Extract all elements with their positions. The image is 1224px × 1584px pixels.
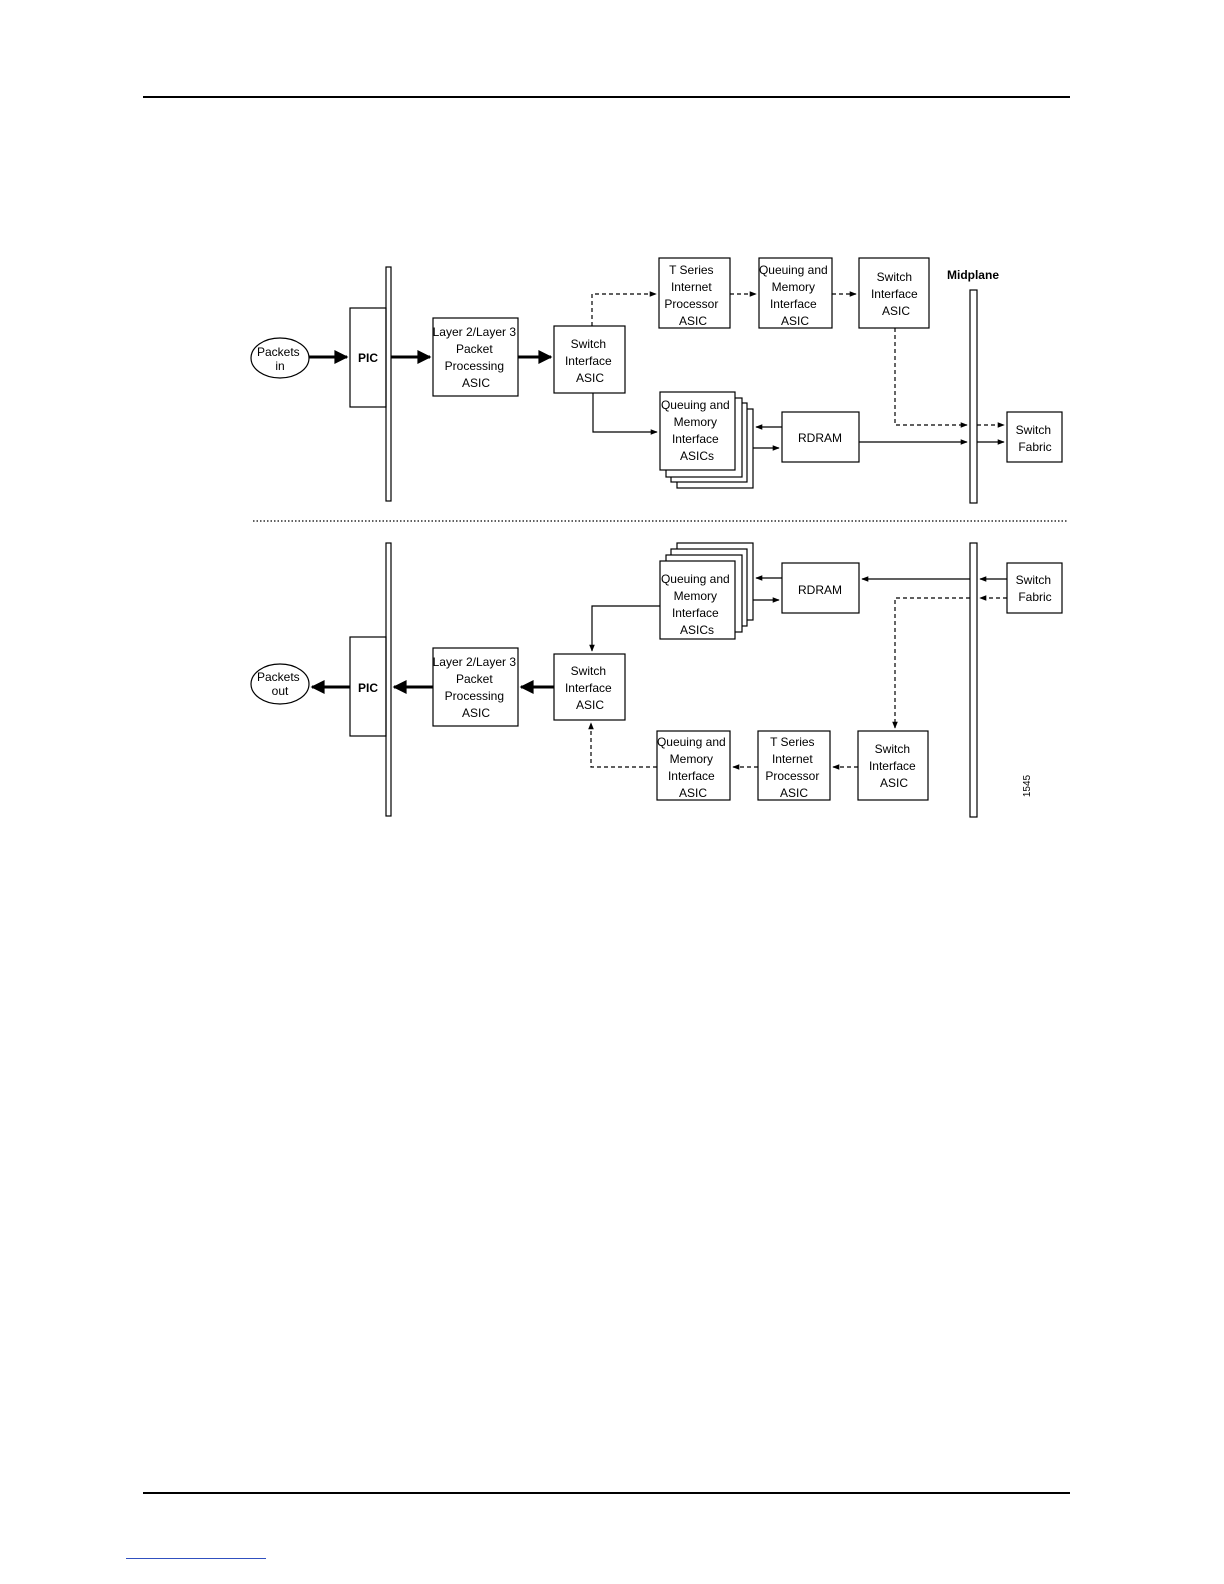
dashed-switchif2-to-midplane	[894, 328, 968, 428]
footer-link-underline[interactable]	[126, 1558, 266, 1559]
switch-if2-box-in	[858, 257, 930, 329]
rdram-box-out	[781, 562, 860, 614]
rdram-label-out: RDRAM	[798, 583, 842, 597]
switch-if2-label-out: Switch Interface ASIC	[869, 742, 919, 790]
qm-asic-box-in	[758, 257, 833, 329]
l2l3-label-out: Layer 2/Layer 3 Packet Processing ASIC	[433, 655, 520, 720]
switch-fabric-box-in	[1006, 411, 1063, 463]
arrow-qmasics-to-switchif-out	[589, 605, 660, 652]
tseries-box-out	[757, 730, 831, 801]
pic-label-out: PIC	[358, 681, 378, 695]
rdram-box-in	[781, 411, 860, 463]
qm-asics-label-out: Queuing and Memory Interface ASICs	[661, 572, 733, 637]
switch-if-label-out: Switch Interface ASIC	[565, 664, 615, 712]
dashed-qm-to-switchif-out	[588, 722, 657, 768]
l2l3-label-in: Layer 2/Layer 3 Packet Processing ASIC	[433, 325, 520, 390]
tseries-label-in: T Series Internet Processor ASIC	[664, 263, 721, 328]
qm-asic-label-out: Queuing and Memory Interface ASIC	[657, 735, 729, 800]
packets-in-label: Packets in	[257, 345, 303, 373]
qm-asics-box-out	[659, 560, 736, 640]
tseries-label-out: T Series Internet Processor ASIC	[765, 735, 822, 800]
arrow-switchif-to-qmasics	[592, 393, 658, 435]
backplane-bar-out	[385, 542, 392, 817]
footer-rule	[143, 1492, 1070, 1494]
midplane-bar	[969, 289, 978, 504]
packets-out-node	[250, 663, 310, 705]
switch-fabric-box-out	[1006, 562, 1063, 614]
switch-if2-box-out	[857, 730, 929, 801]
dashed-midplane-to-switchif2	[892, 597, 970, 729]
dashed-switchif-to-tseries	[591, 291, 657, 326]
qm-asic-box-out	[656, 730, 731, 801]
backplane-bar-in	[385, 266, 392, 502]
rdram-label-in: RDRAM	[798, 431, 842, 445]
packets-out-label: Packets out	[257, 670, 303, 698]
tseries-box-in	[658, 257, 731, 329]
pic-label-in: PIC	[358, 351, 378, 365]
switch-fabric-label-in: Switch Fabric	[1016, 423, 1055, 454]
figure-id-label: 1545	[1022, 774, 1033, 797]
switch-if2-label-in: Switch Interface ASIC	[871, 270, 921, 318]
midplane-label: Midplane	[947, 268, 999, 282]
switch-if-label-in: Switch Interface ASIC	[565, 337, 615, 385]
qm-asic-label-in: Queuing and Memory Interface ASIC	[759, 263, 831, 328]
header-rule	[143, 96, 1070, 98]
midplane-bar-out	[969, 542, 978, 818]
qm-asics-box-in	[659, 391, 736, 471]
switch-fabric-label-out: Switch Fabric	[1016, 573, 1055, 604]
qm-asics-label-in: Queuing and Memory Interface ASICs	[661, 398, 733, 463]
switch-if-box-in	[553, 325, 626, 394]
